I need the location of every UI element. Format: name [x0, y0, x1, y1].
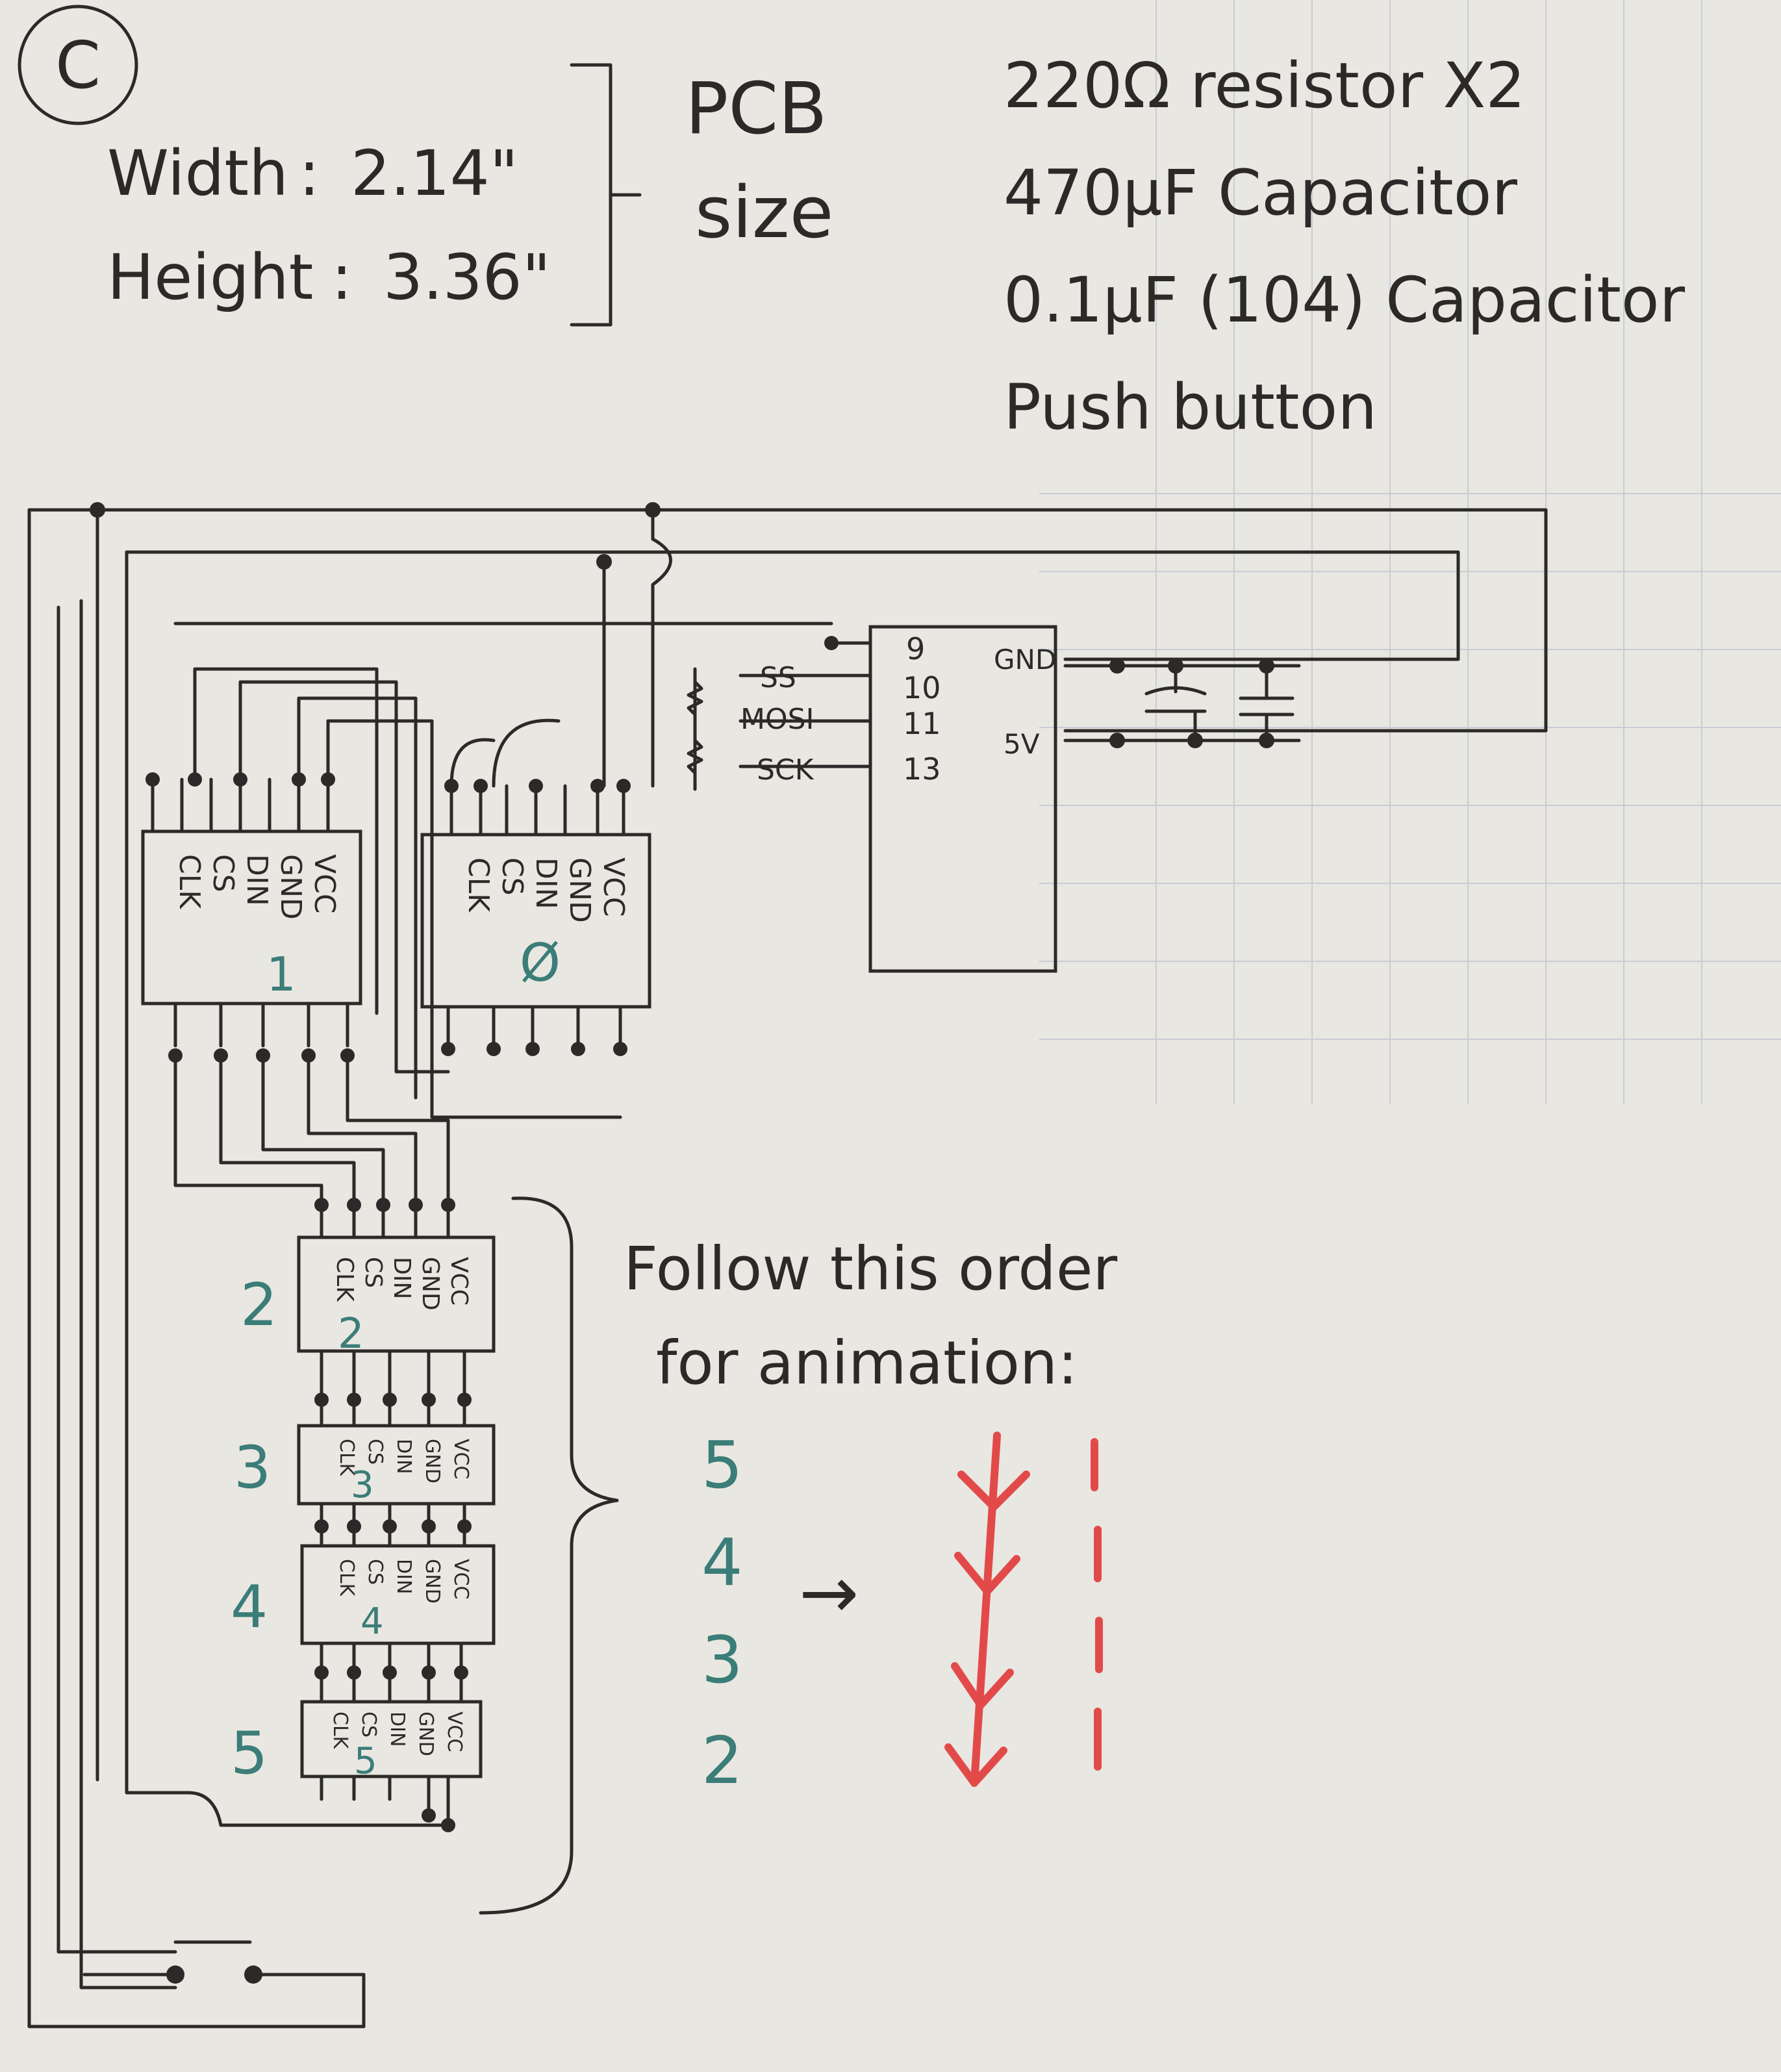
pin-11-label: 11 [903, 706, 941, 741]
m0-gnd: GND [563, 857, 596, 923]
m0-din: DIN [529, 857, 562, 909]
module-2-side-number: 2 [240, 1271, 277, 1339]
m5-cs: CS [357, 1712, 380, 1737]
m4-din: DIN [392, 1559, 415, 1594]
m3-gnd: GND [421, 1439, 444, 1484]
corner-label: C [55, 27, 101, 103]
module-3-side-number: 3 [234, 1434, 271, 1502]
m5-clk: CLK [329, 1712, 351, 1750]
width-label: Width [107, 137, 288, 210]
module-5-side-number: 5 [231, 1719, 268, 1788]
module-5-inner-number: 5 [354, 1740, 377, 1782]
m1-clk: CLK [173, 854, 206, 909]
height-value: 3.36" [383, 241, 551, 314]
m2-din: DIN [388, 1257, 415, 1299]
capacitors [1063, 658, 1301, 748]
m5-gnd: GND [414, 1712, 437, 1756]
m5-din: DIN [386, 1712, 409, 1747]
resistor-2 [687, 739, 703, 775]
module-0-number: Ø [520, 933, 561, 993]
m2-vcc: VCC [446, 1257, 472, 1306]
module-3: VCC GND DIN CS CLK 3 3 [234, 1349, 496, 1506]
module-1: VCC GND DIN CS CLK 1 [141, 772, 362, 1063]
m3-clk: CLK [335, 1439, 358, 1477]
width-colon: : [299, 137, 320, 210]
width-value: 2.14" [351, 137, 518, 210]
microcontroller: 9 10 11 13 GND 5V SS MOSI SCK [687, 625, 1057, 973]
m0-clk: CLK [462, 857, 495, 913]
m4-cs: CS [364, 1559, 386, 1585]
m1-gnd: GND [274, 854, 307, 920]
m4-gnd: GND [421, 1559, 444, 1604]
module-2-inner-number: 2 [338, 1310, 364, 1358]
m2-cs: CS [360, 1257, 386, 1288]
push-button-symbol [82, 1940, 366, 1984]
corner-circle [18, 5, 138, 125]
pcb-title-2: size [695, 171, 833, 254]
module-1-number: 1 [266, 947, 296, 1002]
m1-cs: CS [207, 854, 240, 892]
mosi-label: MOSI [740, 703, 815, 736]
m2-clk: CLK [331, 1257, 358, 1302]
module-4: VCC GND DIN CS CLK 4 4 [231, 1502, 496, 1645]
part-capacitor-470: 470μF Capacitor [1004, 157, 1518, 229]
height-colon: : [331, 241, 352, 314]
m0-vcc: VCC [597, 857, 630, 917]
m1-din: DIN [240, 854, 273, 906]
order-item-2: 4 [701, 1524, 743, 1600]
pcb-bracket [570, 63, 642, 327]
module-4-inner-number: 4 [360, 1600, 384, 1643]
pin-9-label: 9 [906, 631, 925, 666]
m3-vcc: VCC [449, 1439, 472, 1479]
m3-cs: CS [364, 1439, 386, 1465]
m4-clk: CLK [335, 1559, 358, 1597]
pin-13-label: 13 [903, 752, 941, 787]
module-5: VCC GND DIN CS CLK 5 5 [231, 1641, 483, 1832]
order-item-3: 3 [701, 1622, 743, 1698]
pcb-title-1: PCB [685, 67, 827, 150]
ss-label: SS [760, 661, 796, 694]
m4-vcc: VCC [449, 1559, 472, 1599]
order-arrow-icon: → [799, 1551, 859, 1634]
pin-10-label: 10 [903, 670, 941, 705]
module-0: VCC GND DIN CS CLK Ø [193, 667, 651, 1119]
note-line-1: Follow this order [624, 1234, 1117, 1304]
power-rails [27, 502, 1548, 2028]
order-item-4: 2 [701, 1723, 743, 1799]
order-item-1: 5 [701, 1427, 743, 1503]
m3-din: DIN [392, 1439, 415, 1474]
resistor-1 [687, 680, 703, 716]
part-push-button: Push button [1004, 371, 1377, 444]
part-capacitor-104: 0.1μF (104) Capacitor [1004, 264, 1686, 336]
part-resistor: 220Ω resistor X2 [1004, 49, 1525, 122]
m2-gnd: GND [417, 1257, 444, 1311]
animation-arrows-icon [944, 1432, 1103, 1787]
module-3-inner-number: 3 [351, 1464, 374, 1506]
5v-pin-label: 5V [1004, 728, 1040, 760]
height-label: Height [107, 241, 313, 314]
modules-brace [479, 1196, 619, 1915]
module-2: VCC GND DIN CS CLK 2 2 [240, 1198, 496, 1358]
sck-label: SCK [757, 753, 815, 787]
gnd-pin-label: GND [994, 644, 1056, 676]
m1-vcc: VCC [308, 854, 341, 914]
m0-cs: CS [496, 857, 529, 896]
module-4-side-number: 4 [231, 1573, 268, 1641]
order-list: 5 4 3 2 [701, 1427, 743, 1799]
note-line-2: for animation: [656, 1328, 1078, 1398]
m5-vcc: VCC [443, 1712, 466, 1752]
chain-wires [173, 1054, 450, 1207]
